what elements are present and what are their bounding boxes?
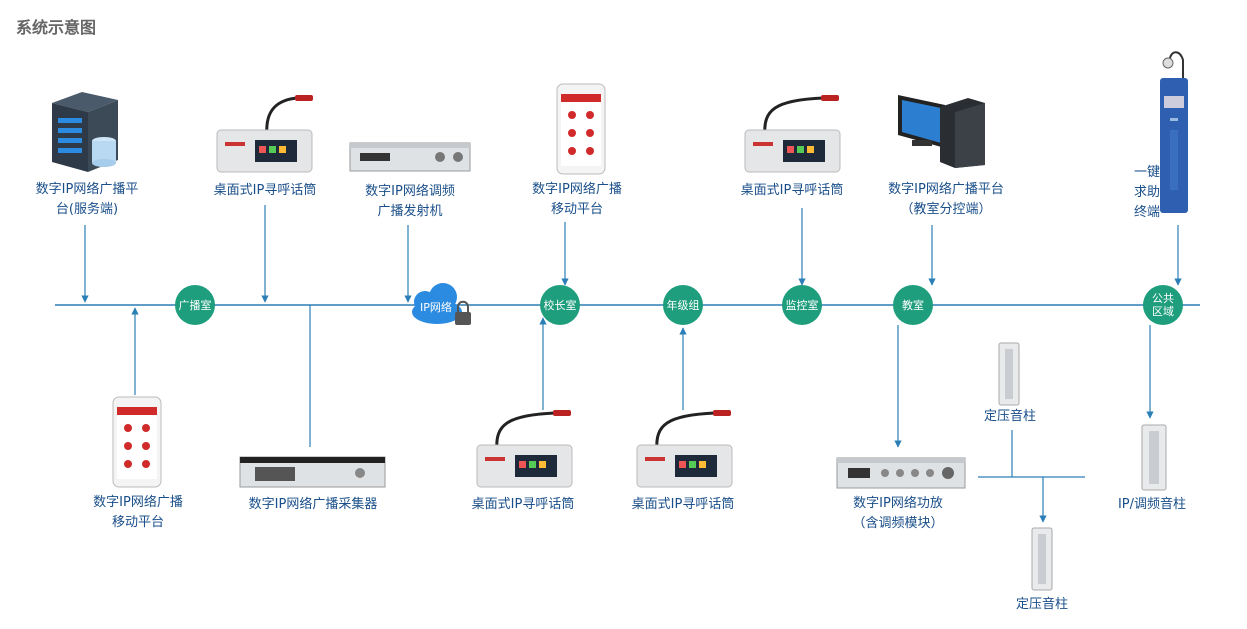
node-broadcast-room: 广播室 [175, 285, 215, 325]
classroom-platform-label: 数字IP网络广播平台 （教室分控端） [888, 180, 1004, 220]
help-post-icon [1160, 51, 1188, 213]
column-speaker-2-label: 定压音柱 [1015, 597, 1069, 612]
computer-icon [898, 95, 985, 168]
server-label-line2: 台(服务端) [55, 202, 119, 217]
fm-transmitter-label-line2: 广播发射机 [377, 204, 443, 219]
fm-transmitter-icon [349, 142, 471, 172]
mobile-bottom-label: 数字IP网络广播 移动平台 [93, 493, 183, 533]
node-public-area-line2: 区域 [1152, 305, 1174, 318]
server-label-line1: 数字IP网络广播平 [35, 182, 139, 197]
help-terminal-label-line2: 求助 [1133, 185, 1161, 200]
desk-microphone-icon [216, 95, 313, 173]
collector-label: 数字IP网络广播采集器 [248, 497, 378, 512]
column-speaker-1-label: 定压音柱 [983, 409, 1037, 424]
amplifier-label: 数字IP网络功放 （含调频模块） [852, 494, 943, 534]
mobile-phone-icon [556, 83, 606, 175]
help-terminal-label-line3: 终端 [1133, 205, 1161, 220]
mobile-phone-icon [112, 396, 162, 488]
ip-column-speaker-icon [1141, 424, 1167, 491]
diagram-title: 系统示意图 [16, 18, 97, 37]
desk-mic-2-label: 桌面式IP寻呼话筒 [740, 183, 844, 198]
node-grade-office: 年级组 [663, 285, 703, 325]
node-public-area: 公共 区域 [1143, 285, 1183, 325]
help-terminal-label-line1: 一键 [1133, 165, 1161, 180]
amplifier-icon [836, 457, 966, 489]
classroom-platform-label-line1: 数字IP网络广播平台 [888, 182, 1004, 197]
server-icon [52, 92, 118, 172]
desk-mic-3-label: 桌面式IP寻呼话筒 [471, 497, 575, 512]
node-public-area-line1: 公共 [1152, 292, 1174, 305]
desk-mic-4-label: 桌面式IP寻呼话筒 [631, 497, 735, 512]
amplifier-label-line1: 数字IP网络功放 [853, 496, 943, 511]
fm-transmitter-label: 数字IP网络调频 广播发射机 [365, 182, 455, 222]
column-speaker-icon [998, 342, 1020, 406]
server-label: 数字IP网络广播平 台(服务端) [36, 180, 139, 220]
mobile-top-label: 数字IP网络广播 移动平台 [532, 180, 622, 220]
node-principal-office: 校长室 [540, 285, 580, 325]
mobile-top-label-line2: 移动平台 [550, 202, 603, 217]
amplifier-label-line2: （含调频模块） [852, 516, 944, 531]
node-classroom: 教室 [893, 285, 933, 325]
mobile-bottom-label-line2: 移动平台 [111, 515, 164, 530]
column-speaker-icon [1031, 527, 1053, 591]
node-monitoring-room: 监控室 [782, 285, 822, 325]
desk-mic-1-label: 桌面式IP寻呼话筒 [213, 183, 317, 198]
mobile-top-label-line1: 数字IP网络广播 [532, 182, 622, 197]
ip-column-speaker-label: IP/调频音柱 [1117, 497, 1187, 512]
connectors [81, 205, 1182, 523]
help-terminal-label: 一键 求助 终端 [1134, 163, 1160, 223]
fm-transmitter-label-line1: 数字IP网络调频 [365, 184, 455, 199]
desk-microphone-icon [476, 410, 573, 488]
cloud-icon [412, 283, 462, 324]
desk-microphone-icon [636, 410, 733, 488]
lock-icon [455, 300, 471, 325]
classroom-platform-label-line2: （教室分控端） [900, 202, 992, 217]
mobile-bottom-label-line1: 数字IP网络广播 [93, 495, 183, 510]
cloud-label: IP网络 [420, 301, 452, 314]
desk-microphone-icon [744, 95, 841, 173]
audio-collector-icon [239, 456, 386, 488]
